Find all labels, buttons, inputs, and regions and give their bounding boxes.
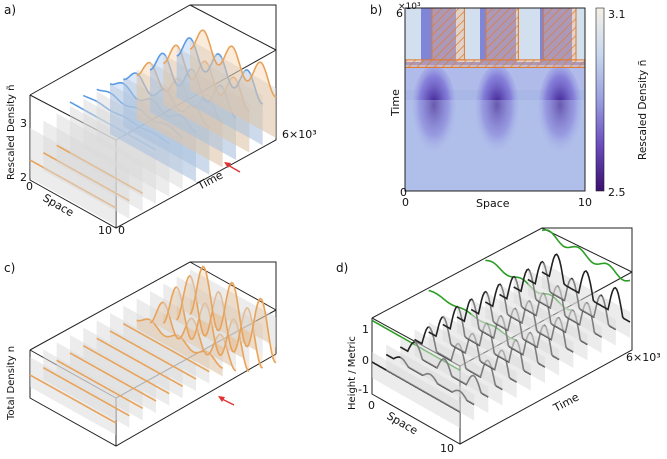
slice-line-3 — [69, 352, 157, 402]
slice-line-1 — [42, 366, 130, 417]
panel-d-ylabel: Height / Metric — [347, 336, 358, 410]
panel-a-ttick-6e3: 6×10³ — [282, 128, 317, 141]
hatch-region-0 — [404, 59, 586, 68]
panel-b-label: b) — [370, 3, 382, 17]
panel-d-xtick-10: 10 — [440, 442, 454, 455]
panel-a-ytick-2: 2 — [20, 171, 27, 184]
panel-d-ytick-0: 0 — [362, 354, 369, 367]
slice-line-11 — [527, 260, 617, 331]
slice-line-12 — [189, 29, 277, 98]
panel-d-xtick-0: 0 — [368, 399, 375, 412]
panel-d-ytick-m1: -1 — [358, 383, 369, 396]
slice-line-12 — [189, 265, 277, 364]
panel-b-ylabel: Time — [389, 89, 402, 117]
slice-line-12 — [541, 253, 631, 323]
slice-fill — [136, 319, 223, 377]
panel-d-ytick-1: 1 — [362, 323, 369, 336]
panel-b: b) 0 6 ×10³ Time 0 10 Space 3.1 2.5 Resc… — [370, 2, 649, 210]
panel-a-arrow — [224, 162, 241, 173]
colorbar — [595, 7, 605, 192]
hatch-region-3 — [543, 7, 577, 61]
hatch-region-2 — [485, 7, 519, 61]
panel-d-ttick-6e3: 6×10³ — [626, 351, 661, 364]
panel-c-label: c) — [4, 261, 15, 275]
panel-b-xlabel: Space — [476, 197, 510, 210]
panel-b-xtick-10: 10 — [578, 196, 592, 209]
panel-a-ttick-0: 0 — [118, 224, 125, 237]
panel-a-label: a) — [4, 3, 16, 17]
panel-c-ylabel: Total Density n — [6, 346, 17, 421]
panel-a-xtick-10: 10 — [98, 224, 112, 237]
panel-a-ytick-3: 3 — [20, 117, 27, 130]
panel-a-xtick-0: 0 — [26, 180, 33, 193]
panel-d: d) 1 0 -1 Height / Metric 0 10 Space Tim… — [336, 227, 661, 455]
panel-b-ytick-0: 0 — [400, 186, 407, 199]
slice-wall — [190, 40, 276, 138]
slice-fill — [150, 302, 236, 371]
panel-c-slices — [29, 265, 277, 435]
slice-line-6 — [109, 330, 197, 380]
slice-line-2 — [56, 359, 144, 410]
slice-fill — [176, 275, 263, 368]
panel-a-slices — [29, 29, 277, 226]
panel-a-tlabel: Time — [194, 168, 225, 193]
colorbar-label: Rescaled Density ñ — [637, 60, 649, 160]
panel-a: a) 2 3 Rescaled Density ñ 0 10 Space 0 6… — [4, 3, 317, 237]
heatmap-frame — [404, 7, 586, 192]
colorbar-max: 3.1 — [608, 8, 626, 21]
slice-fill — [163, 287, 250, 372]
slice-line-5 — [96, 337, 184, 388]
panel-a-ylabel: Rescaled Density ñ — [6, 85, 17, 180]
panel-d-xlabel: Space — [385, 409, 421, 437]
panel-c: c) Total Density n — [4, 261, 277, 447]
slice-line-4 — [82, 344, 170, 395]
panel-b-xtick-0: 0 — [402, 196, 409, 209]
panel-d-slices — [371, 229, 631, 428]
hatched-regions — [404, 7, 586, 68]
slice-wall — [190, 269, 276, 347]
panel-b-ytick-6: 6 — [396, 7, 403, 20]
slice-fill — [190, 30, 276, 139]
panel-d-tlabel: Time — [550, 390, 581, 415]
hatch-region-1 — [431, 7, 465, 61]
slice-line-0 — [29, 374, 117, 424]
panel-c-arrow — [218, 396, 235, 406]
slice-line-11 — [176, 37, 264, 105]
panel-d-label: d) — [336, 261, 348, 275]
colorbar-min: 2.5 — [608, 186, 626, 199]
panel-b-yscale: ×10³ — [398, 2, 421, 12]
slice-fill — [190, 266, 276, 363]
metric-line-12 — [541, 229, 631, 282]
slice-line-7 — [122, 322, 210, 373]
